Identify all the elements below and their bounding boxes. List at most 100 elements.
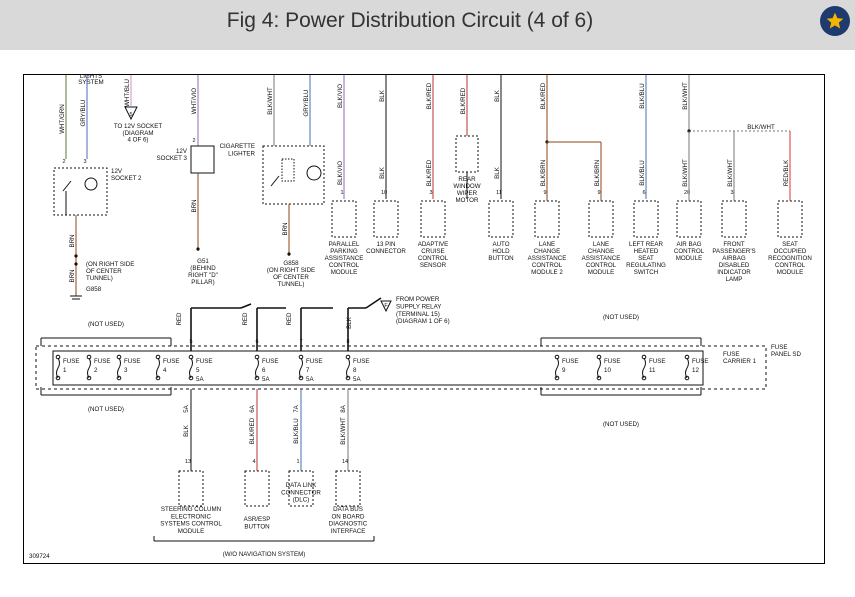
fuse-terminal (86, 375, 92, 381)
steering-column-label: MODULE (178, 528, 204, 535)
fuse-label: FUSE (124, 358, 141, 365)
wire-color-label: BLK/RED (426, 82, 433, 109)
fuse-amp: 5A (196, 376, 204, 383)
wire-color-label: WHT/BLU (124, 79, 131, 107)
fuse-terminal (684, 375, 690, 381)
component-label: ASSISTANCE (325, 255, 364, 262)
wire-color-label: BLK/RED (540, 82, 547, 109)
relay-bus (365, 297, 382, 309)
component-label: CONTROL (586, 262, 617, 269)
fuse-terminal (116, 375, 122, 381)
fuse-number: 12 (692, 367, 699, 374)
socket-2-symbol (84, 177, 98, 191)
pin-number: 4 (252, 459, 255, 465)
pin-number: 1 (296, 459, 299, 465)
not-used-label: (NOT USED) (88, 406, 124, 413)
fuse-label: FUSE (94, 358, 111, 365)
wire-color-label: RED (286, 312, 293, 326)
g51-label: RIGHT "D" (188, 272, 218, 279)
fuse-terminal (641, 375, 647, 381)
fuse-number: 10 (604, 367, 611, 374)
wire-color-label: BLK (346, 316, 353, 329)
wire-color-label: BLK/VIO (337, 84, 344, 108)
pin-number: 5 (189, 339, 192, 345)
socket-2-box (53, 167, 108, 216)
splice-dot (74, 254, 78, 258)
switch-contact (270, 175, 280, 187)
steering-column-label: ELECTRONIC (171, 513, 211, 520)
pin-number: 10 (381, 190, 387, 196)
component-label: ADAPTIVE (418, 241, 449, 248)
socket-2-label: SOCKET 2 (111, 175, 142, 182)
component-label: MODULE (331, 269, 357, 276)
g51-label: G51 (197, 258, 209, 265)
component-label: LAMP (726, 276, 743, 283)
bottom-component-box-0 (178, 470, 204, 507)
component-label: MODULE 2 (531, 269, 563, 276)
component-box-4 (488, 200, 514, 238)
fuse-number: 11 (649, 367, 656, 374)
data-bus-label: DATA BUS (333, 506, 363, 513)
favorite-button[interactable] (820, 6, 850, 36)
dlc-label: (DLC) (293, 497, 310, 504)
star-icon (826, 12, 844, 29)
component-label: HEATED (634, 248, 659, 255)
component-label: LANE (539, 241, 555, 248)
component-label: LEFT REAR (629, 241, 663, 248)
fuse-label: FUSE (63, 358, 80, 365)
wire-color-label: BRN (191, 199, 198, 212)
fuse-number: 9 (562, 367, 566, 374)
pin-number: 13 (185, 459, 191, 465)
wire-color-label: BLK (379, 166, 386, 179)
component-label: SWITCH (634, 269, 658, 276)
wire-color-label: BRN (69, 234, 76, 247)
wo-navigation-label: (W/O NAVIGATION SYSTEM) (223, 551, 306, 558)
component-label: DISABLED (719, 262, 750, 269)
relay-source-label: (DIAGRAM 1 OF 6) (396, 318, 450, 325)
fuse-terminal (155, 375, 161, 381)
g858-label: (ON RIGHT SIDE (267, 267, 315, 274)
fuse-panel-label: FUSE (771, 344, 788, 351)
figure-title: Fig 4: Power Distribution Circuit (4 of … (226, 9, 594, 32)
wire-color-label: BLK/VIO (337, 161, 344, 185)
relay-source-label: (TERMINAL 15) (396, 311, 440, 318)
component-box-3 (455, 135, 479, 173)
fuse-terminal (55, 375, 61, 381)
component-label: BUTTON (488, 255, 513, 262)
fuse-12-symbol (685, 357, 689, 379)
not-used-label: (NOT USED) (603, 421, 639, 428)
splice-dot (196, 247, 200, 251)
component-box-8 (676, 200, 702, 238)
component-box-9 (721, 200, 747, 238)
wire-color-label: BLK/WHT (340, 417, 347, 445)
pin-number: 11 (496, 190, 502, 196)
pin-number: 3 (83, 159, 86, 165)
fuse-3-symbol (117, 357, 121, 379)
connector-arrow (124, 106, 138, 121)
fuse-number: 3 (124, 367, 128, 374)
fuse-2-symbol (87, 357, 91, 379)
component-label: REGULATING (626, 262, 666, 269)
socket-2-label: 12V (111, 168, 123, 175)
fuse-terminal (345, 375, 351, 381)
relay-bus (240, 303, 252, 309)
blk-wht-label: BLK/WHT (747, 124, 775, 131)
connector-pin-label: 5 (129, 112, 132, 118)
fuse-label: FUSE (649, 358, 666, 365)
component-label: CHANGE (588, 248, 614, 255)
dlc-label: DATA LINK (286, 482, 318, 489)
ground-location-label: TUNNEL) (86, 275, 113, 282)
fuse-number: 6 (262, 367, 266, 374)
wire-color-label: 6A (249, 404, 256, 412)
wire-color-label: RED (176, 312, 183, 326)
fuse-label: FUSE (562, 358, 579, 365)
wire-color-label: BRN (282, 222, 289, 235)
fuse-number: 8 (353, 367, 357, 374)
fuse-8-symbol (346, 357, 350, 379)
wire-color-label: BLK (494, 166, 501, 179)
wire-color-label: 7A (293, 404, 300, 412)
wire-color-label: BLK/RED (460, 87, 467, 114)
pin-number: 8 (346, 339, 349, 345)
